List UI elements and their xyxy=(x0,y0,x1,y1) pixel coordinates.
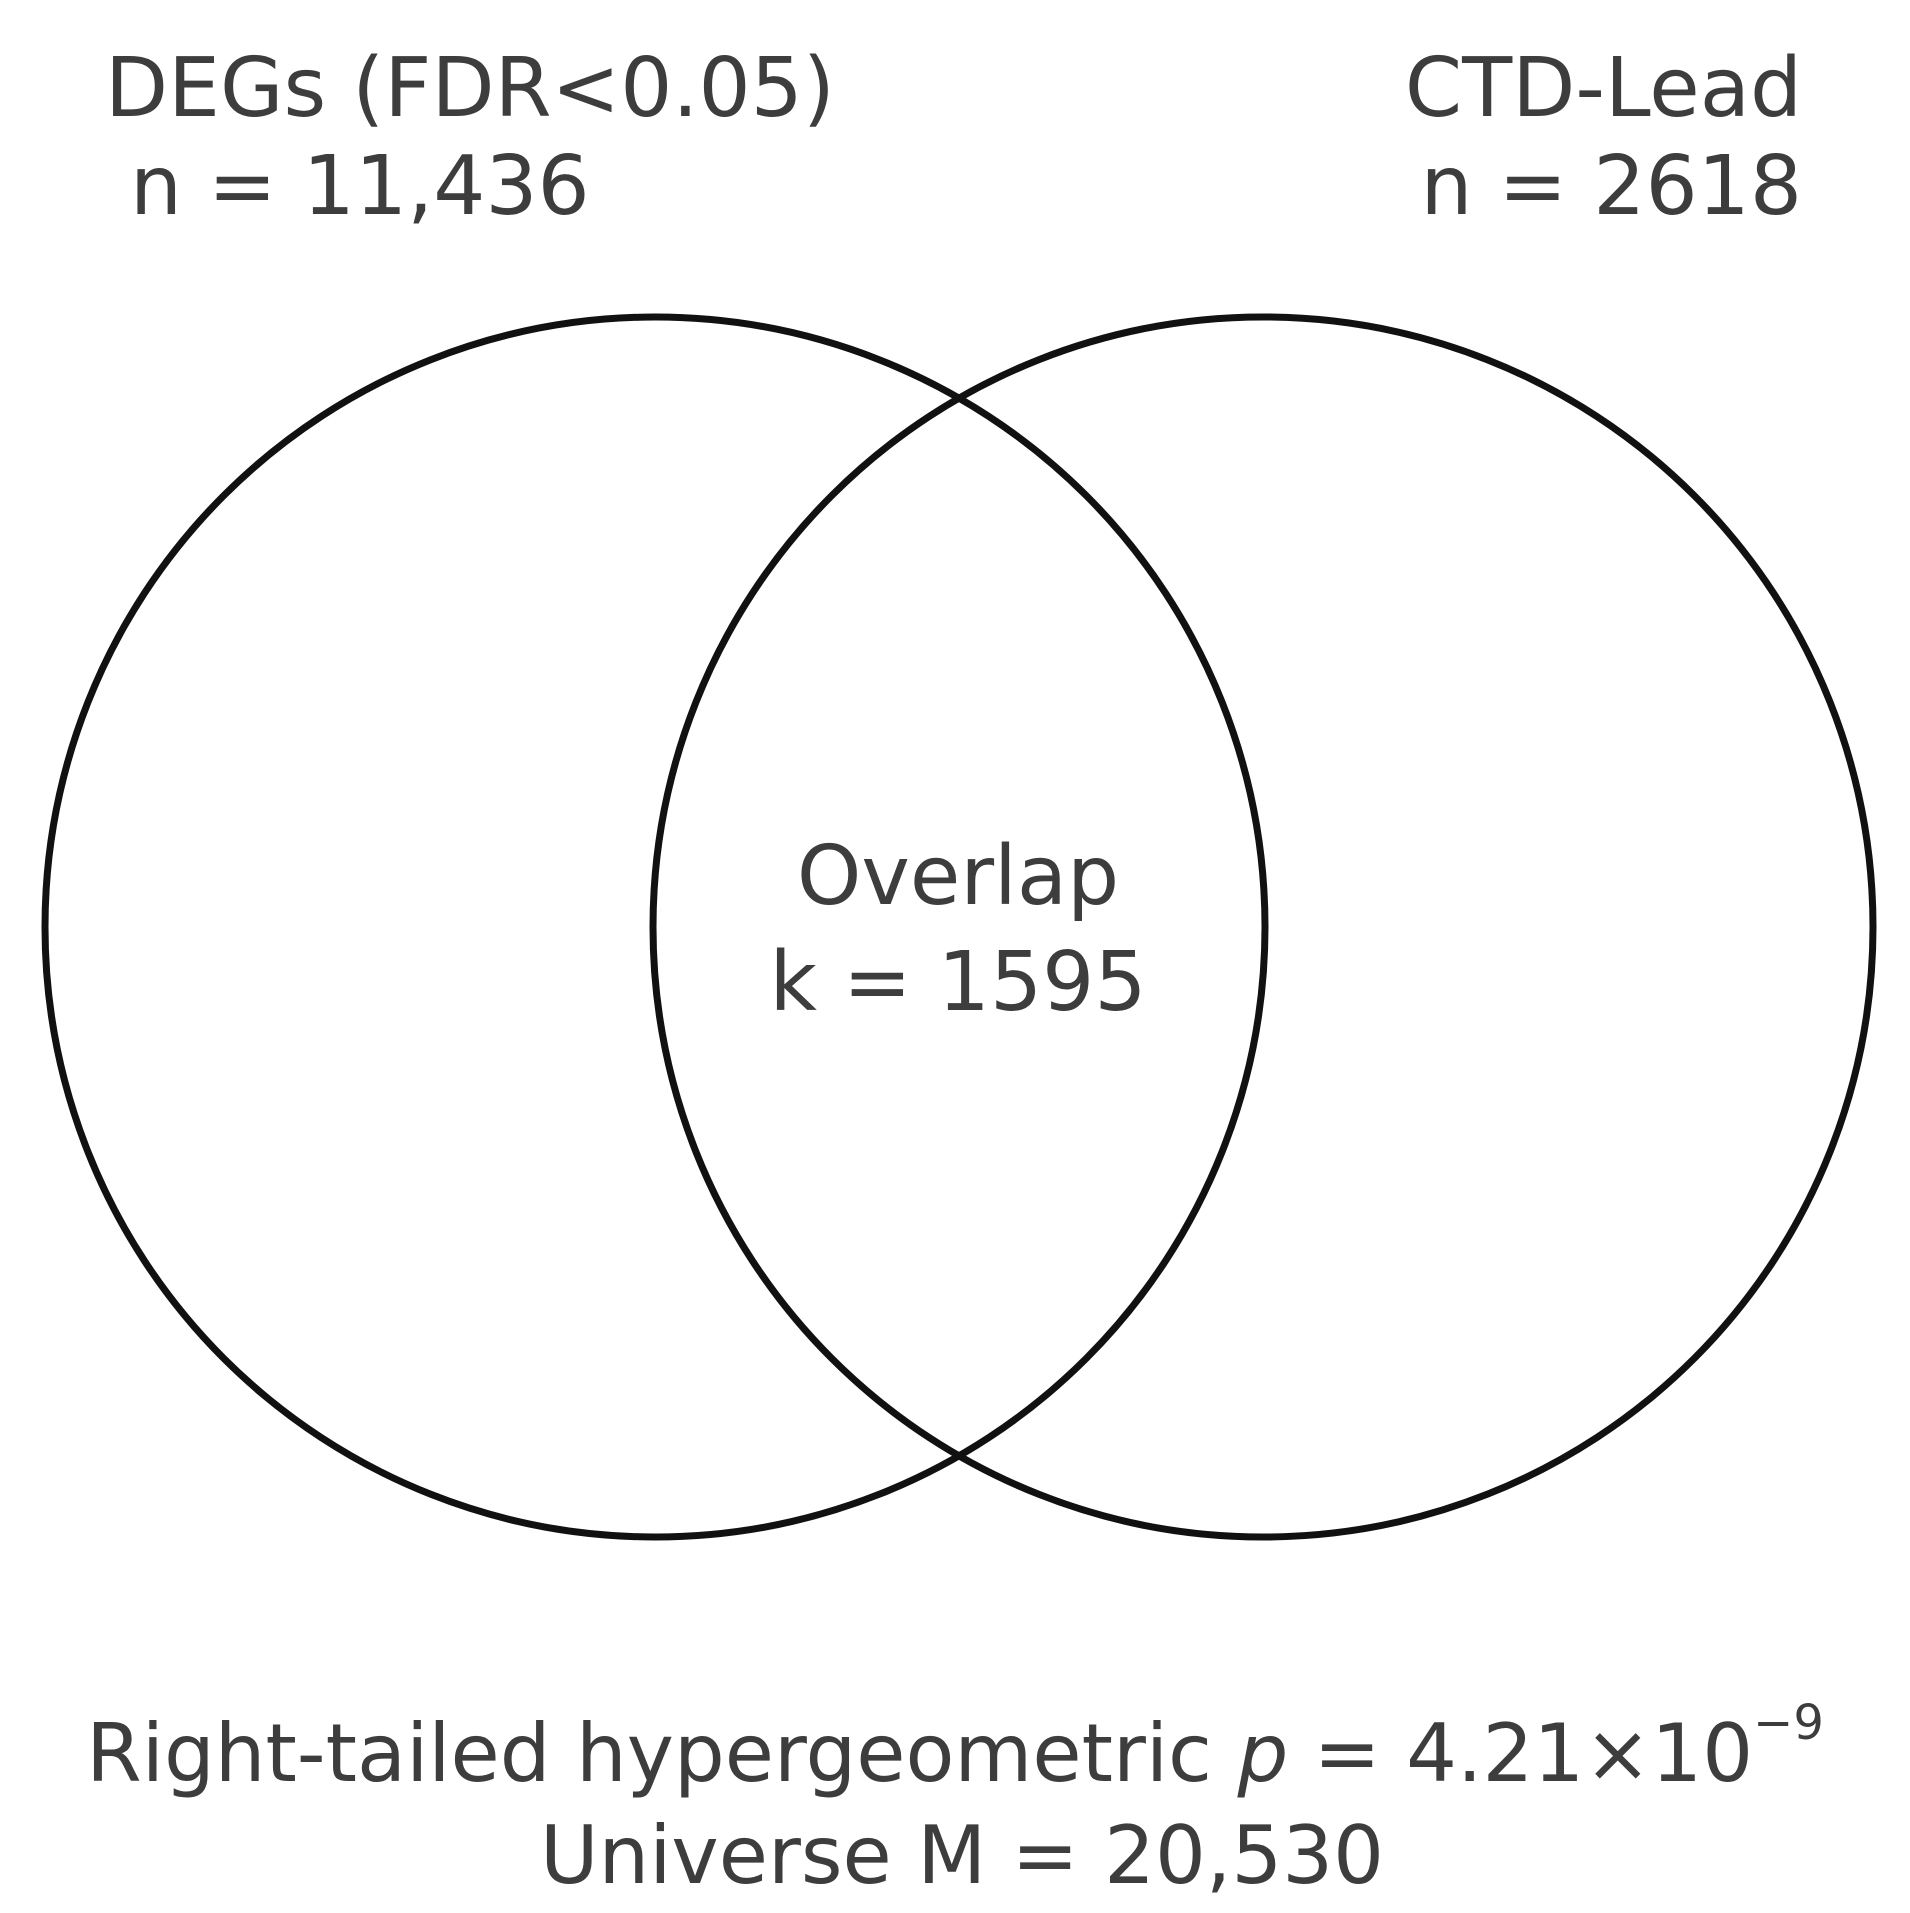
set-b-title: CTD-Lead xyxy=(1405,41,1802,136)
set-a-circle xyxy=(41,313,1269,1541)
set-b-circle xyxy=(649,313,1877,1541)
overlap-title: Overlap xyxy=(797,829,1119,924)
set-b-count: n = 2618 xyxy=(1421,139,1803,234)
set-a-title: DEGs (FDR<0.05) xyxy=(105,41,835,136)
hypergeometric-p-value: Right-tailed hypergeometric p = 4.21×10−… xyxy=(86,1695,1824,1800)
universe-size: Universe M = 20,530 xyxy=(540,1809,1384,1902)
p-symbol: p xyxy=(1236,1707,1288,1800)
set-a-count: n = 11,436 xyxy=(130,139,590,234)
test-prefix: Right-tailed hypergeometric xyxy=(86,1707,1237,1800)
p-exponent: −9 xyxy=(1753,1695,1824,1751)
p-equals: = 4.21×10 xyxy=(1288,1707,1753,1800)
overlap-count: k = 1595 xyxy=(769,935,1146,1030)
